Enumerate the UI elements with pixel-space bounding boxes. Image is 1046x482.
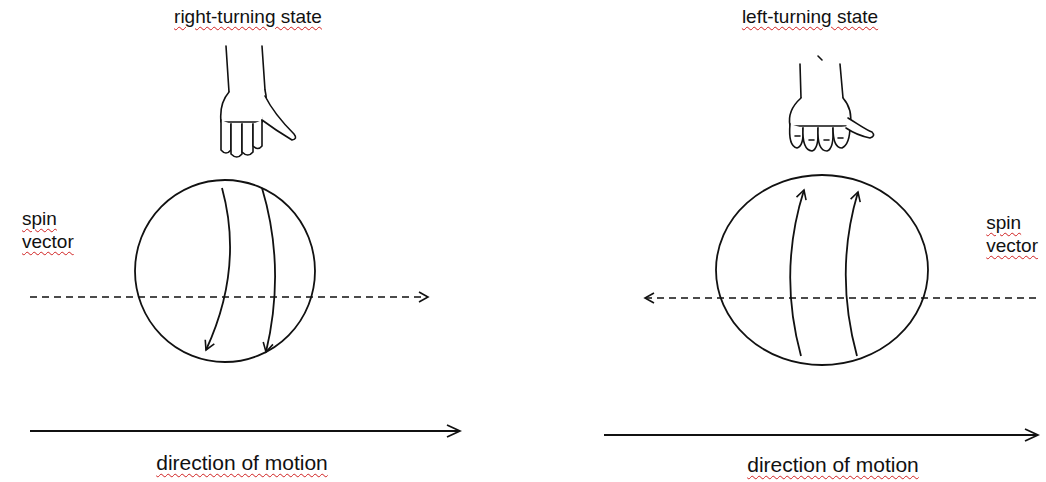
motion-label: direction of motion: [747, 452, 919, 477]
spin-vector-label: spin vector: [22, 208, 74, 254]
spin-vector-line: [645, 297, 1040, 299]
motion-arrow: [604, 434, 1038, 436]
motion-arrow: [30, 430, 460, 432]
fist-hand: [789, 56, 873, 151]
particle-circle: [135, 180, 315, 362]
spin-vector-label: spin vector: [986, 212, 1038, 258]
rotation-arrow: [206, 188, 230, 350]
motion-label: direction of motion: [156, 450, 328, 475]
particle-circle: [716, 175, 928, 365]
spin-vector-line: [30, 296, 428, 298]
rotation-arrow: [846, 192, 858, 356]
pointing-hand: [221, 46, 296, 157]
state-title: left-turning state: [742, 6, 878, 29]
state-title: right-turning state: [174, 6, 322, 29]
rotation-arrow: [262, 188, 275, 352]
rotation-arrow: [790, 190, 804, 356]
